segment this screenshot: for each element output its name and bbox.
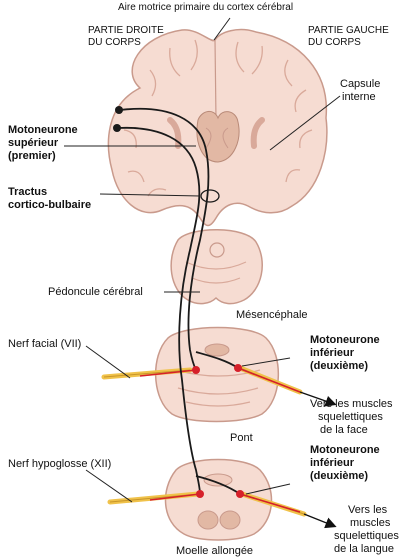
corticobulbar-tract-marker — [200, 189, 220, 203]
label-tongue-muscles-line1: Vers les — [348, 504, 388, 516]
lower-motor-neuron-body-tongue-left — [196, 490, 204, 498]
label-facial-nerve: Nerf facial (VII) — [8, 338, 82, 350]
corticobulbar-tracts — [117, 107, 241, 495]
upper-motor-neuron-body-1 — [115, 106, 123, 114]
label-corticobulbar-tract-line1: Tractus — [8, 186, 48, 198]
label-tongue-muscles-line4: de la langue — [334, 543, 394, 555]
brain-coronal-section — [107, 28, 328, 227]
lower-motor-neuron-body-tongue-right — [236, 490, 244, 498]
tract-2 — [117, 126, 201, 495]
label-lower-motor-neuron-1-line3: (deuxième) — [310, 360, 369, 372]
leader-lines — [64, 17, 341, 503]
label-lower-motor-neuron-2-line3: (deuxième) — [310, 470, 369, 482]
label-right-side-line1: PARTIE DROITE — [88, 25, 164, 36]
basal-nuclei — [196, 111, 240, 163]
midbrain-section — [170, 229, 263, 305]
label-lower-motor-neuron-2-line1: Motoneurone — [310, 444, 380, 456]
label-corticobulbar-tract-line2: cortico-bulbaire — [8, 199, 92, 211]
label-primary-motor-cortex: Aire motrice primaire du cortex cérébral — [118, 2, 294, 13]
tract-1 — [119, 107, 210, 371]
label-medulla: Moelle allongée — [176, 545, 254, 557]
label-upper-motor-neuron-line3: (premier) — [8, 150, 56, 162]
label-face-muscles-line3: de la face — [320, 424, 368, 436]
label-tongue-muscles-line2: muscles — [350, 517, 391, 529]
label-cerebral-peduncle: Pédoncule cérébral — [48, 286, 143, 298]
label-lower-motor-neuron-2-line2: inférieur — [310, 457, 355, 469]
arrow-tongue-muscles — [303, 513, 337, 529]
label-lower-motor-neuron-1-line2: inférieur — [310, 347, 355, 359]
lower-motor-neuron-body-face-left — [192, 366, 200, 374]
label-right-side-line2: DU CORPS — [88, 37, 141, 48]
label-internal-capsule-line1: Capsule — [340, 78, 381, 90]
gyri-lines — [123, 39, 313, 197]
label-tongue-muscles-line3: squelettiques — [334, 530, 399, 542]
neuron-bodies — [113, 106, 244, 498]
label-hypoglossal-nerve: Nerf hypoglosse (XII) — [8, 458, 112, 470]
medulla-section — [164, 458, 273, 541]
label-upper-motor-neuron-line1: Motoneurone — [8, 124, 78, 136]
upper-motor-neuron-body-2 — [113, 124, 121, 132]
label-left-side-line1: PARTIE GAUCHE — [308, 25, 389, 36]
label-upper-motor-neuron-line2: supérieur — [8, 137, 59, 149]
label-lower-motor-neuron-1-line1: Motoneurone — [310, 334, 380, 346]
label-face-muscles-line2: squelettiques — [318, 411, 383, 423]
label-left-side-line2: DU CORPS — [308, 37, 361, 48]
label-midbrain: Mésencéphale — [236, 309, 308, 321]
label-pons: Pont — [230, 432, 253, 444]
lower-motor-neuron-body-face-right — [234, 364, 242, 372]
label-face-muscles-line1: Vers les muscles — [310, 398, 393, 410]
arrow-face-muscles — [299, 391, 337, 407]
lower-motor-neuron-axons — [139, 367, 301, 513]
label-internal-capsule-line2: interne — [342, 91, 376, 103]
